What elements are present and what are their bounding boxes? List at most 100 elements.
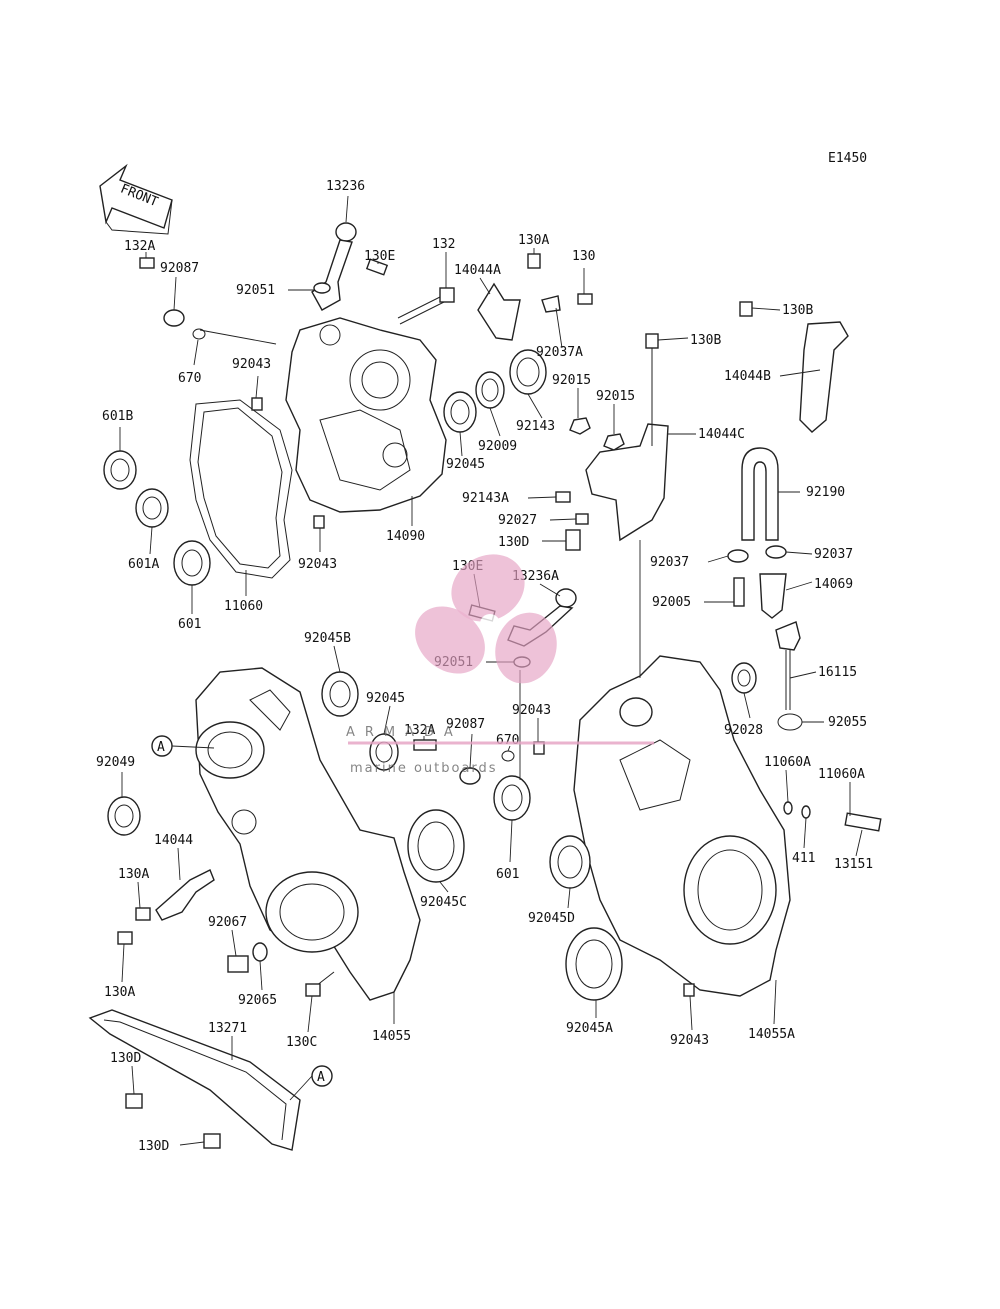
callout-92045a: 92045A: [566, 1021, 613, 1036]
callout-601b: 601B: [102, 409, 133, 424]
callout-14055: 14055: [372, 1029, 411, 1044]
callout-132: 132: [432, 237, 455, 252]
reference-marker-a-left: A: [151, 735, 173, 757]
callout-92190: 92190: [806, 485, 845, 500]
bolt-130d-mid-icon: [565, 529, 581, 551]
callout-14044: 14044: [154, 833, 193, 848]
dowel-92043-mid-icon: [313, 515, 325, 529]
callout-92043-bottom: 92043: [670, 1033, 709, 1048]
washer-92051-top-icon: [313, 282, 331, 294]
callout-92045d: 92045D: [528, 911, 575, 926]
callout-132a-top: 132A: [124, 239, 155, 254]
callout-11060: 11060: [224, 599, 263, 614]
oring-670-mid-icon: [501, 750, 515, 762]
callout-92049: 92049: [96, 755, 135, 770]
seal-92009-icon: [475, 371, 505, 409]
callout-14055a: 14055A: [748, 1027, 795, 1042]
callout-92037-a: 92037: [650, 555, 689, 570]
gasket-11060: [189, 399, 293, 579]
gear-cover-14090: [285, 317, 447, 513]
bearing-601-icon: [173, 540, 211, 586]
callout-601-mid: 601: [496, 867, 519, 882]
washer-92065-icon: [252, 942, 268, 962]
collar-92143a-icon: [555, 491, 571, 503]
bearing-92045a-icon: [565, 927, 623, 1001]
bracket-14044c-icon: [585, 423, 669, 542]
bolt-130d-bottom-b-icon: [203, 1133, 221, 1149]
callout-92027: 92027: [498, 513, 537, 528]
leader-lines: [119, 195, 863, 1146]
hose-92190-icon: [741, 447, 779, 541]
washer-411-icon: [801, 805, 811, 819]
seal-92028-icon: [731, 662, 757, 694]
dowel-92043-bottom-icon: [683, 983, 695, 997]
bolt-130e-top-icon: [365, 258, 389, 276]
bracket-14044b-icon: [799, 321, 849, 433]
svg-text:A: A: [317, 1070, 325, 1085]
watermark: ARMADA marine outboards: [346, 554, 654, 776]
breather-14069-icon: [759, 573, 787, 619]
bearing-92045d-icon: [549, 835, 591, 889]
plug-92067-icon: [227, 955, 249, 973]
callout-11060a-b: 11060A: [818, 767, 865, 782]
plug-92087-top-icon: [163, 309, 185, 327]
callout-92037a: 92037A: [536, 345, 583, 360]
bearing-92045-top-icon: [443, 391, 477, 433]
switch-13151-icon: [844, 812, 882, 832]
callout-92045b: 92045B: [304, 631, 351, 646]
callout-14069: 14069: [814, 577, 853, 592]
callout-92043-top: 92043: [232, 357, 271, 372]
callout-92087-mid: 92087: [446, 717, 485, 732]
callout-130d-bottom-b: 130D: [138, 1139, 169, 1154]
callout-130d-mid: 130D: [498, 535, 529, 550]
callout-130b-a: 130B: [690, 333, 721, 348]
watermark-tagline: marine outboards: [350, 761, 498, 776]
callout-670-top: 670: [178, 371, 201, 386]
bearing-601a-icon: [135, 488, 169, 528]
oring-92055-icon: [777, 713, 803, 731]
callout-92015-b: 92015: [596, 389, 635, 404]
callout-130e-top: 130E: [364, 249, 395, 264]
shift-lever-13236-icon: [311, 222, 357, 311]
front-arrow-icon: FRONT: [99, 163, 173, 235]
callout-92067: 92067: [208, 915, 247, 930]
watermark-brand: ARMADA: [346, 725, 463, 740]
collar-92027-icon: [575, 513, 589, 525]
callout-92045c: 92045C: [420, 895, 467, 910]
bolt-130b-a-icon: [645, 333, 659, 446]
callout-92015-a: 92015: [552, 373, 591, 388]
bolt-130-icon: [577, 293, 593, 305]
oring-670-top-icon: [192, 328, 206, 340]
callout-92065: 92065: [238, 993, 277, 1008]
bearing-601-mid-icon: [493, 775, 531, 821]
bolt-130c-icon: [305, 971, 335, 997]
seal-92049-icon: [107, 796, 141, 836]
clip-92037-b-icon: [765, 545, 787, 559]
reference-marker-a-bottom: A: [311, 1065, 333, 1087]
bolt-130a-top-icon: [527, 253, 541, 269]
bolt-130a-bottom-icon: [117, 931, 133, 945]
callout-92045-top: 92045: [446, 457, 485, 472]
callout-411: 411: [792, 851, 815, 866]
diagram-code: E1450: [828, 151, 867, 166]
callout-13236: 13236: [326, 179, 365, 194]
svg-text:A: A: [157, 740, 165, 755]
callout-130a-top: 130A: [518, 233, 549, 248]
bracket-14044a-icon: [477, 282, 521, 341]
callout-14044b: 14044B: [724, 369, 771, 384]
callout-92037-b: 92037: [814, 547, 853, 562]
bolt-132-icon: [397, 287, 455, 325]
bolt-132a-top-icon: [139, 257, 155, 269]
callout-92055: 92055: [828, 715, 867, 730]
bolt-130b-b-icon: [739, 301, 753, 317]
callout-130d-bottom-a: 130D: [110, 1051, 141, 1066]
propeller-logo-icon: [415, 554, 557, 684]
dowel-92043-top-icon: [251, 397, 263, 411]
callout-130b-b: 130B: [782, 303, 813, 318]
callout-92043-center: 92043: [512, 703, 551, 718]
bearing-601b-icon: [103, 450, 137, 490]
callout-132a-mid: 132A: [404, 723, 435, 738]
callout-130a-left: 130A: [118, 867, 149, 882]
callout-14044a: 14044A: [454, 263, 501, 278]
callout-14090: 14090: [386, 529, 425, 544]
